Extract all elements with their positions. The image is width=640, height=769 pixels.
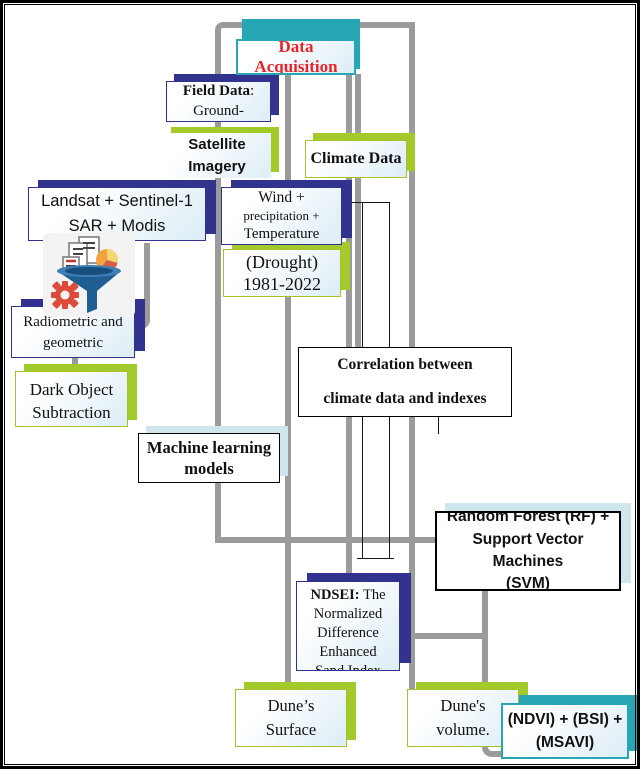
node-label: geometric bbox=[43, 335, 103, 351]
connector-horizontal-to-random-forest bbox=[215, 537, 441, 543]
node-label: Temperature bbox=[243, 225, 320, 242]
node-label: Climate Data bbox=[310, 149, 402, 167]
connector-center-trunk-a bbox=[346, 74, 352, 581]
ndsei-line1-rest: The bbox=[359, 587, 386, 603]
node-label: Machine learning bbox=[146, 437, 272, 457]
node-dune-surface: Dune’s Surface bbox=[235, 689, 347, 747]
connector-center-trunk-b bbox=[355, 74, 361, 349]
node-label: Dune's bbox=[440, 696, 486, 716]
funnel-shape-icon bbox=[57, 265, 121, 313]
node-wind: Wind + precipitation + Temperature bbox=[221, 187, 342, 245]
node-label: (Drought) bbox=[246, 251, 318, 272]
node-label: Ground- bbox=[193, 102, 244, 119]
node-label: (MSAVI) bbox=[535, 734, 595, 751]
node-machine-learning: Machine learning models bbox=[138, 433, 280, 483]
node-random-forest: Random Forest (RF) + Support Vector Mach… bbox=[435, 511, 621, 591]
node-label: Normalized bbox=[313, 606, 383, 622]
node-data-acquisition: Data Acquisition bbox=[236, 39, 356, 75]
thin-connector-right-v-lower bbox=[389, 417, 390, 559]
node-label: Random Forest (RF) + bbox=[446, 511, 610, 526]
gear-icon bbox=[51, 281, 79, 309]
node-label: Surface bbox=[265, 720, 317, 739]
node-label: Data bbox=[278, 39, 314, 57]
node-indexes: (NDVI) + (BSI) + (MSAVI) bbox=[501, 703, 629, 759]
node-correlation: Correlation between climate data and ind… bbox=[298, 347, 512, 417]
node-label-clipped: (DOS) bbox=[49, 424, 94, 426]
node-label-clipped: Sand Index bbox=[315, 663, 381, 671]
node-label: Dark Object bbox=[29, 380, 114, 399]
node-field-data: Field Data: Ground- bbox=[166, 81, 271, 122]
funnel-icon-graphic bbox=[51, 236, 121, 313]
thin-connector-bottom-h bbox=[357, 558, 394, 559]
node-label: Field Data: bbox=[183, 82, 254, 102]
node-label: Difference bbox=[317, 625, 379, 641]
thin-connector-correlation-tick bbox=[438, 417, 439, 434]
thin-connector-left-v-lower bbox=[362, 417, 363, 559]
node-satellite-imagery: Satellite Imagery bbox=[163, 133, 271, 178]
node-landsat: Landsat + Sentinel-1 SAR + Modis bbox=[28, 187, 206, 241]
data-processing-funnel-icon bbox=[43, 233, 135, 317]
node-label: volume. bbox=[436, 720, 490, 739]
node-label-clipped: corrections bbox=[40, 354, 107, 357]
node-label: (SVM) bbox=[506, 575, 550, 591]
connector-ndsei-to-randomforest-branch bbox=[400, 633, 485, 639]
node-label: Correlation between bbox=[337, 356, 473, 374]
node-dark-object: Dark Object Subtraction (DOS) bbox=[15, 371, 128, 427]
node-label: (NDVI) + (BSI) + bbox=[507, 710, 623, 728]
node-label: SAR + Modis bbox=[68, 217, 166, 235]
ndsei-keyword: NDSEI: bbox=[310, 587, 360, 603]
node-label: Dune’s bbox=[267, 696, 315, 716]
node-label: Support Vector Machines bbox=[472, 530, 584, 570]
node-label: models bbox=[184, 459, 234, 478]
node-label: Imagery bbox=[188, 157, 246, 175]
node-label: Landsat + Sentinel-1 bbox=[41, 192, 193, 211]
connector-randomforest-to-indexes-elbow bbox=[482, 591, 507, 757]
field-data-colon: : bbox=[249, 83, 255, 99]
node-label: climate data and indexes bbox=[323, 389, 487, 407]
node-climate-data: Climate Data bbox=[305, 140, 407, 178]
node-label: NDSEI: The bbox=[310, 586, 385, 605]
node-label: Radiometric and bbox=[23, 314, 123, 330]
connector-radiometric-to-dos bbox=[72, 353, 78, 369]
connector-center-left-trunk bbox=[285, 74, 291, 691]
node-label: Wind + bbox=[258, 188, 305, 206]
node-dune-volume: Dune's volume. bbox=[407, 689, 519, 747]
node-ndsei: NDSEI: The Normalized Difference Enhance… bbox=[296, 581, 400, 671]
node-label: Acquisition bbox=[254, 57, 338, 75]
node-label: Satellite bbox=[188, 135, 246, 153]
node-drought: (Drought) 1981-2022 bbox=[223, 249, 341, 297]
thin-connector-right-v-upper bbox=[389, 202, 390, 348]
node-label: Enhanced bbox=[319, 644, 377, 660]
node-label: precipitation + bbox=[243, 207, 320, 223]
node-label: Subtraction bbox=[32, 403, 111, 422]
thin-connector-wind-to-correlation-h bbox=[350, 202, 390, 203]
node-label: 1981-2022 bbox=[243, 274, 321, 294]
thin-connector-left-v-upper bbox=[362, 202, 363, 348]
field-data-keyword: Field Data bbox=[182, 83, 250, 99]
